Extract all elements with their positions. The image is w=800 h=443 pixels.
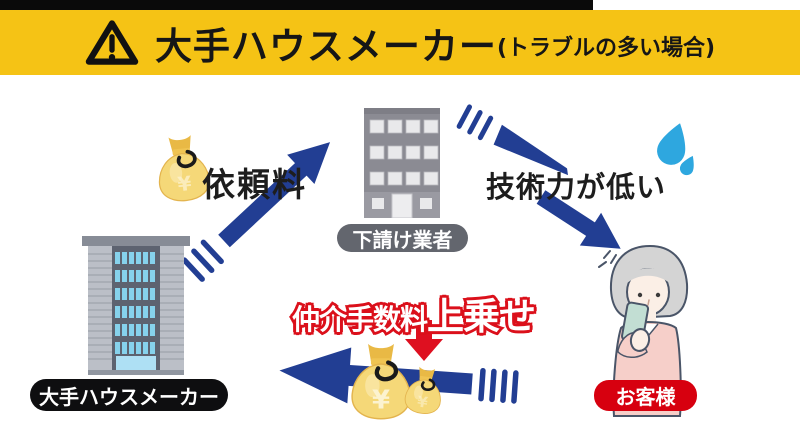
request-fee-label: 依頼料 [202, 165, 307, 204]
page-title-sub: (トラブルの多い場合) [496, 35, 716, 61]
markup-fee-text: 仲介手数料 [289, 301, 430, 339]
page-title-main: 大手ハウスメーカー [154, 24, 497, 68]
markup-fee-label: 仲介手数料上乗せ [289, 286, 539, 341]
sweat-drops-icon [657, 123, 694, 176]
low-skill-label: 技術力が低い [486, 170, 667, 204]
major-maker-building-icon [82, 236, 190, 375]
header-band: 大手ハウスメーカー(トラブルの多い場合) [0, 10, 800, 75]
major-maker-badge: 大手ハウスメーカー [30, 379, 228, 411]
yen-symbol: ¥ [372, 386, 390, 416]
money-bag-icon: ¥ [158, 135, 210, 202]
yen-symbol: ¥ [177, 172, 193, 196]
markup-added-text: 上乗せ [425, 293, 539, 341]
money-bag-icon: ¥ [404, 366, 441, 414]
surprise-marks [598, 250, 617, 268]
top-black-bar [0, 0, 593, 10]
page-title: 大手ハウスメーカー(トラブルの多い場合) [155, 16, 715, 70]
customer-badge: お客様 [594, 380, 697, 411]
warning-triangle-icon [85, 19, 139, 65]
subcontractor-building-icon [364, 108, 440, 218]
subcontractor-badge: 下請け業者 [337, 224, 468, 252]
